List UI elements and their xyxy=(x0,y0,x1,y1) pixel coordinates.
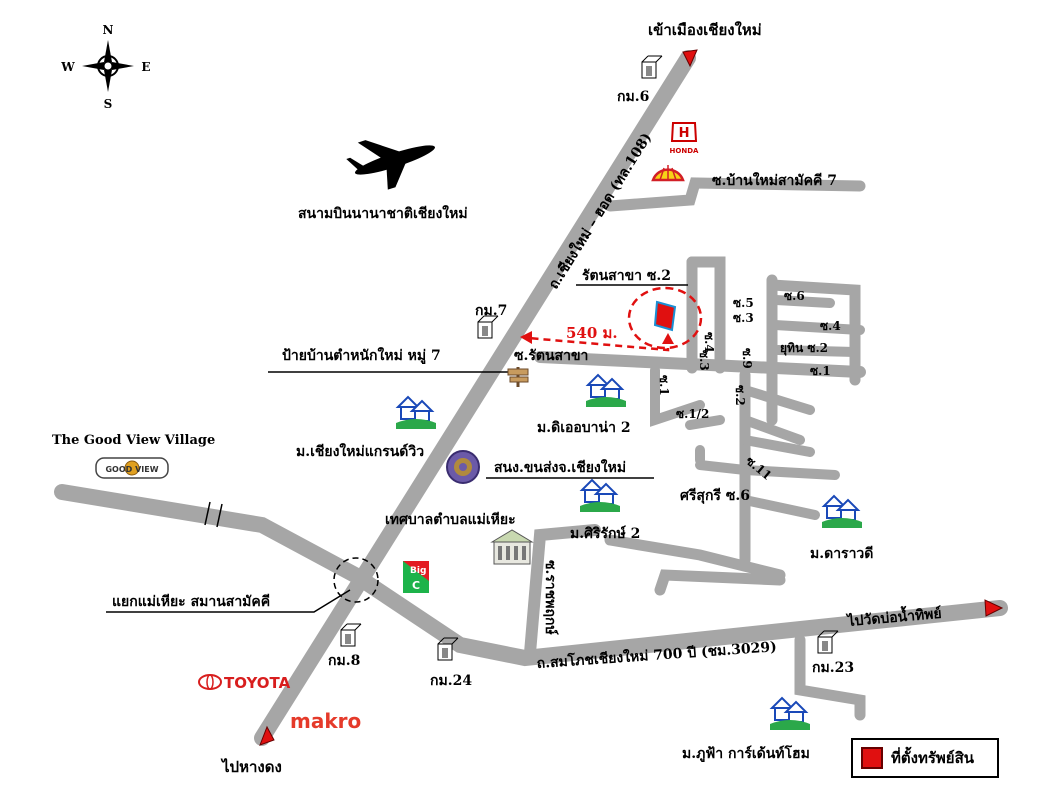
km-post-icons xyxy=(340,55,839,661)
road-break xyxy=(204,501,223,528)
highway-108 xyxy=(254,50,696,746)
property-marker-icon xyxy=(653,300,677,332)
yutin-soi2-label: ยุทิน ซ.2 xyxy=(780,341,828,356)
good-view-logo-icon: GOOD VIEW xyxy=(95,457,169,479)
km24-label: กม.24 xyxy=(430,673,472,689)
m-darawadee-label: ม.ดาราวดี xyxy=(810,546,873,562)
arrow-north-icon xyxy=(682,49,698,68)
soi4-label: ซ.4 xyxy=(820,319,841,333)
toyota-logo-icon xyxy=(198,674,222,690)
soi-rajapruek xyxy=(524,524,601,659)
soi2-vertical-label: ซ.2 xyxy=(733,385,747,406)
km8-label: กม.8 xyxy=(328,653,360,669)
shell-logo-icon xyxy=(651,165,685,182)
direction-arrows xyxy=(259,49,1004,746)
svg-text:H: H xyxy=(679,126,690,141)
soi-ratanasakha-label: ซ.รัตนสาขา xyxy=(514,348,588,364)
soi-ratanasakha-road xyxy=(534,351,866,378)
m-sirirak2-label: ม.ศิริรักษ์ 2 xyxy=(570,525,640,542)
srisuk-soi6-label: ศรีสุกรี ซ.6 xyxy=(680,488,750,504)
tessaban-building-icon xyxy=(490,529,534,565)
m-deebana2-label: ม.ดิเออบาน่า 2 xyxy=(537,420,631,436)
km7-label: กม.7 xyxy=(475,303,507,319)
sign-moo7-label: ป้ายบ้านตำหนักใหม่ หมู่ 7 xyxy=(282,346,441,364)
soi-baanmai xyxy=(604,177,866,212)
property-highlight-circle xyxy=(627,286,703,350)
transport-office-icon xyxy=(446,450,480,484)
honda-logo-icon: H HONDA xyxy=(670,122,699,155)
m-phufah-label: ม.ภูฟ้า การ์เด้นท์โฮม xyxy=(682,744,810,762)
junction-label: แยกแม่เหียะ สมานสามัคคี xyxy=(112,594,270,610)
makro-label: makro xyxy=(290,709,361,733)
km23-label: กม.23 xyxy=(812,660,854,676)
arrow-east-icon xyxy=(984,599,1004,617)
distance-label: 540 ม. xyxy=(566,324,618,342)
compass-n: N xyxy=(103,23,114,37)
soi9-label: ซ.9 xyxy=(740,348,754,369)
ratanasakha-soi2-label: รัตนสาขา ซ.2 xyxy=(582,268,671,284)
signpost-icon xyxy=(507,367,529,387)
soi-1-2-label: ซ.1/2 xyxy=(676,407,709,421)
airplane-icon xyxy=(346,140,436,190)
svg-text:HONDA: HONDA xyxy=(670,147,699,155)
svg-text:C: C xyxy=(412,579,420,592)
road-network xyxy=(54,50,1008,746)
km6-label: กม.6 xyxy=(617,89,649,105)
soi3-label: ซ.3 xyxy=(733,311,754,325)
legend-marker-icon xyxy=(861,747,883,769)
good-view-title: The Good View Village xyxy=(52,433,215,448)
compass-s: S xyxy=(104,97,113,111)
soi1-label: ซ.1 xyxy=(810,364,831,378)
road-sompot xyxy=(54,484,1008,667)
to-chiangmai-label: เข้าเมืองเชียงใหม่ xyxy=(648,21,762,39)
arrow-south-icon xyxy=(259,725,275,746)
airport-label: สนามบินนานาชาติเชียงใหม่ xyxy=(298,204,468,222)
bigc-logo-icon: Big C xyxy=(403,561,429,593)
soi4-vertical-label: ซ.4 xyxy=(702,332,716,353)
to-hangdong-label: ไปหางดง xyxy=(220,757,282,776)
legend-label: ที่ตั้งทรัพย์สิน xyxy=(891,749,974,767)
toyota-label: TOYOTA xyxy=(224,674,291,692)
to-watbonamthip-label: ไปวัดบ่อน้ำทิพย์ xyxy=(845,602,943,630)
compass-w: W xyxy=(60,60,75,74)
soi-rajapruek-label: ซ.ราชพฤกษ์ xyxy=(542,560,559,635)
soi3-vertical-label: ซ.3 xyxy=(697,350,711,371)
soi5-label: ซ.5 xyxy=(733,296,754,310)
soi6-label: ซ.6 xyxy=(784,289,805,303)
svg-text:GOOD VIEW: GOOD VIEW xyxy=(105,465,158,474)
soi1-vertical-label: ซ.1 xyxy=(657,375,671,396)
legend-box: ที่ตั้งทรัพย์สิน xyxy=(851,738,999,778)
junction-circle xyxy=(333,557,379,603)
svg-text:Big: Big xyxy=(410,566,426,576)
village-icons xyxy=(395,373,862,730)
compass-e: E xyxy=(141,60,150,74)
tessaban-label: เทศบาลตำบลแม่เหียะ xyxy=(385,512,516,528)
compass-rose-icon: N S E W xyxy=(60,23,150,111)
transport-office-label: สนง.ขนส่งจ.เชียงใหม่ xyxy=(494,458,626,476)
m-chiangmai-grandview-label: ม.เชียงใหม่แกรนด์วิว xyxy=(296,442,424,460)
soi-baanmai-label: ซ.บ้านใหม่สามัคคี 7 xyxy=(712,171,837,189)
